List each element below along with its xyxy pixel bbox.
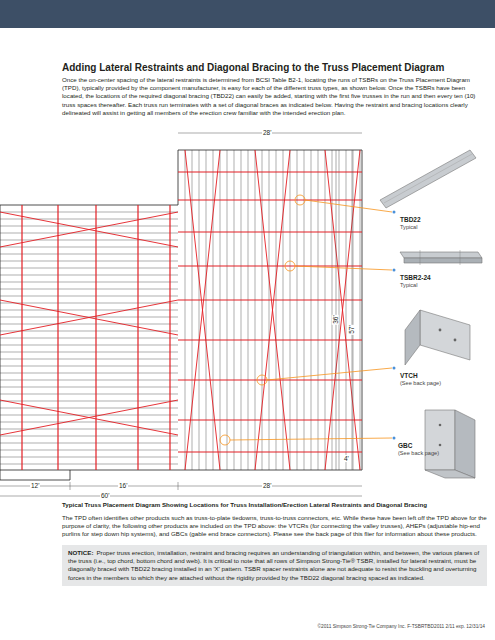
notice-box: NOTICE:Proper truss erection, installati…: [62, 545, 487, 586]
callout-note: Typical: [400, 282, 417, 288]
callout-leaders: [220, 195, 392, 445]
footer-note: ©2011 Simpson Strong-Tie Company Inc. F-…: [240, 624, 485, 629]
callout-note: (See back page): [400, 380, 441, 386]
callout-name: GBC: [398, 442, 412, 449]
gbc-bracket: [425, 410, 475, 478]
dimension: 60': [100, 492, 110, 499]
header-band: [0, 0, 495, 28]
page-title: Adding Lateral Restraints and Diagonal B…: [62, 62, 487, 73]
callout-name: TSBR2-24: [400, 274, 431, 281]
figure-caption: Typical Truss Placement Diagram Showing …: [62, 501, 487, 508]
callout-note: (See back page): [398, 450, 439, 456]
notice-text: Proper truss erection, installation, res…: [68, 549, 479, 581]
leader-dots: [393, 211, 396, 440]
callout-name: VTCH: [400, 372, 418, 379]
intro-paragraph: Once the on-center spacing of the latera…: [62, 76, 487, 117]
dimension: 4': [343, 455, 350, 462]
dimension-lines: [0, 133, 362, 496]
dimension: 16': [118, 482, 128, 489]
dimension: 57': [348, 324, 355, 334]
dimension: 28': [262, 129, 272, 136]
truss-plan: [0, 150, 362, 480]
dimension: 28': [262, 482, 272, 489]
dimension: 12': [30, 482, 40, 489]
callout-note: Typical: [400, 224, 417, 230]
body-paragraph: The TPD often identifies other products …: [62, 514, 487, 539]
dimension: 36': [332, 314, 339, 324]
notice-heading: NOTICE:: [68, 549, 93, 556]
tbd22-strap: [380, 150, 476, 208]
tsbr-strap: [400, 250, 482, 265]
vtch-bracket: [405, 310, 470, 365]
callout-name: TBD22: [400, 216, 421, 223]
